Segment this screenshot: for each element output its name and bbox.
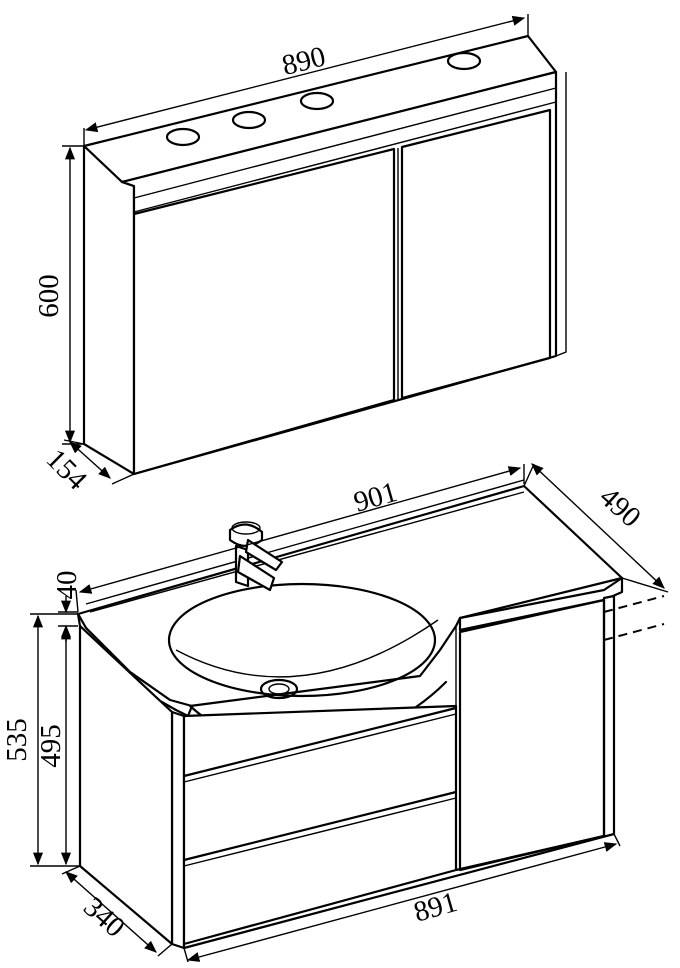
top-width-label: 901	[350, 476, 401, 519]
mirror-depth-label: 154	[40, 443, 94, 497]
dimension-arrow	[65, 871, 157, 953]
mirror-height-label: 600	[33, 274, 65, 318]
dimension-arrow	[84, 15, 526, 133]
total-height-label: 535	[1, 718, 33, 762]
body-width-label: 891	[410, 886, 461, 929]
top-depth-label: 490	[593, 481, 647, 534]
body-height-label: 495	[35, 724, 67, 768]
top-thickness-label: 40	[51, 571, 83, 600]
vanity-unit	[76, 479, 624, 950]
mirror-cabinet	[82, 34, 567, 476]
dimension-arrow	[186, 842, 618, 962]
dimension-arrow	[531, 463, 665, 589]
drain-icon	[259, 678, 299, 700]
mirror-width-label: 890	[279, 40, 329, 82]
dimension-arrow	[78, 466, 522, 594]
faucet-icon	[228, 521, 284, 592]
